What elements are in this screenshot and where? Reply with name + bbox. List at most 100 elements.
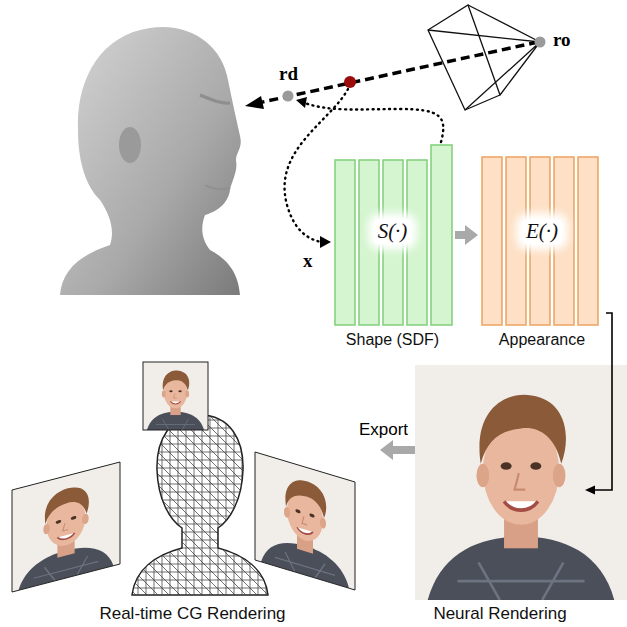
wireframe-mesh: [250, 410, 251, 600]
view-thumbnail: [255, 452, 355, 590]
network-layer: [407, 160, 427, 325]
wireframe-mesh: [170, 410, 171, 600]
flow-arrow: [455, 225, 478, 245]
wireframe-mesh: [125, 596, 275, 597]
wireframe-mesh: [125, 476, 275, 477]
connector-line: [393, 446, 415, 454]
wireframe-mesh: [0, 410, 130, 600]
wireframe-mesh: [154, 410, 155, 600]
wireframe-mesh: [125, 548, 275, 549]
camera-frustum: [428, 5, 540, 110]
sdf-head-shape: [60, 27, 241, 295]
label-anchor: x: [303, 250, 313, 272]
math-symbol: rd: [279, 63, 298, 84]
network-layer: [482, 157, 502, 325]
sdf-head-shape: [119, 127, 141, 163]
camera-ray: [344, 76, 356, 88]
camera-ray: [245, 96, 264, 109]
function-symbol: S(·): [374, 219, 412, 244]
wireframe-mesh: [237, 410, 427, 600]
wireframe-mesh: [125, 556, 275, 557]
arrowhead: [465, 225, 478, 245]
sample-flow: [305, 103, 443, 142]
wireframe-mesh: [162, 410, 163, 600]
wireframe-mesh: [226, 410, 227, 600]
camera-ray: [283, 91, 294, 102]
network-layer: [335, 160, 355, 325]
wireframe-mesh: [125, 492, 275, 493]
wireframe-mesh: [125, 452, 275, 453]
label-anchor: Export: [357, 420, 410, 440]
label-anchor: ro: [553, 29, 571, 51]
wireframe-mesh: [125, 508, 275, 509]
view-thumbnail: [255, 452, 355, 590]
sample-flow: [320, 236, 331, 248]
wireframe-mesh: [186, 410, 187, 600]
arrowhead: [380, 440, 393, 460]
sdf-head-shape: [205, 185, 230, 189]
connector-line: [595, 313, 612, 490]
camera-ray: [258, 42, 538, 103]
rendering-panel: Neural Rendering: [415, 365, 585, 627]
wireframe-mesh: [125, 436, 275, 437]
view-thumbnail: [12, 462, 120, 592]
wireframe-mesh: [138, 410, 139, 600]
network-block: E(·)Appearance: [478, 143, 606, 355]
wireframe-mesh: [125, 540, 275, 541]
wireframe-mesh: [125, 524, 275, 525]
wireframe-mesh: [125, 532, 275, 533]
sdf-head-shape: [60, 27, 241, 295]
wireframe-mesh: [130, 410, 131, 600]
wireframe-mesh: [202, 410, 203, 600]
wireframe-mesh: [171, 410, 361, 600]
wireframe-mesh: [0, 410, 163, 600]
layer-stack: [330, 143, 455, 355]
node-caption: Appearance: [499, 331, 585, 349]
wireframe-mesh: [125, 564, 275, 565]
camera-ray: [535, 37, 546, 48]
arrowhead: [585, 486, 595, 495]
wireframe-mesh: [0, 410, 152, 600]
wireframe-mesh: [125, 572, 275, 573]
view-thumbnail: [143, 362, 208, 430]
camera-ray: [245, 37, 546, 110]
wireframe-mesh: [125, 444, 275, 445]
wireframe-mesh: [218, 410, 219, 600]
rendered-photo: [415, 365, 627, 600]
wireframe-mesh: [194, 410, 195, 600]
wireframe-mesh: [6, 410, 196, 600]
node-caption: Shape (SDF): [346, 331, 439, 349]
rendered-photo: [415, 365, 627, 600]
wireframe-mesh: [226, 410, 416, 600]
layer-stack: [478, 143, 606, 355]
wireframe-mesh: [0, 410, 460, 600]
wireframe-mesh: [125, 588, 275, 589]
wireframe-mesh: [125, 468, 275, 469]
node-caption: Neural Rendering: [433, 604, 566, 624]
wireframe-mesh: [193, 410, 383, 600]
math-symbol: x: [303, 250, 313, 271]
connector-line: [455, 231, 465, 239]
network-layer: [431, 145, 452, 325]
view-thumbnail: [12, 362, 355, 592]
network-layer: [578, 157, 598, 325]
sdf-head-shape: [200, 95, 230, 103]
wireframe-mesh: [125, 460, 275, 461]
edge-label: Export: [357, 420, 410, 439]
camera-frustum: [428, 5, 540, 110]
wireframe-mesh: [125, 484, 275, 485]
label-anchor: rd: [279, 63, 298, 85]
wireframe-mesh: [0, 410, 185, 600]
wireframe-mesh: [242, 410, 243, 600]
view-thumbnail: [143, 362, 208, 430]
network-block: S(·) Shape (SDF): [330, 143, 455, 355]
export-arrow: [380, 440, 415, 460]
view-thumbnail: [12, 462, 120, 592]
wireframe-mesh: [0, 410, 141, 600]
rendering-panel: Real-time CG Rendering: [5, 355, 380, 627]
wireframe-mesh: [0, 410, 174, 600]
wireframe-mesh: [0, 410, 460, 600]
sample-flow: [296, 97, 307, 108]
math-symbol: ro: [553, 29, 571, 50]
